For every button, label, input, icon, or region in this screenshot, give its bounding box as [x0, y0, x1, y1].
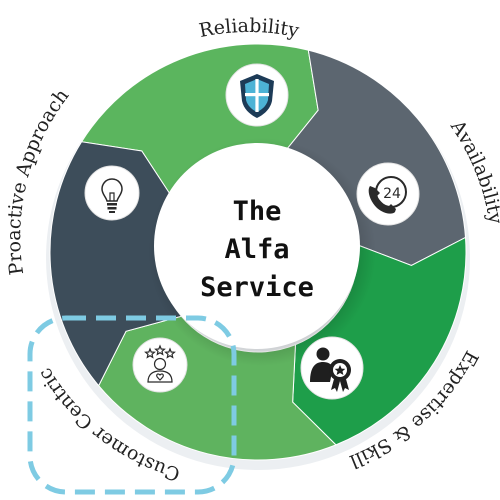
customer-rating-icon — [132, 337, 188, 393]
center-title-line-2: Alfa — [224, 234, 289, 265]
center-title: The Alfa Service — [200, 196, 314, 303]
lightbulb-icon — [84, 165, 140, 221]
shield-icon — [225, 63, 289, 127]
svg-text:24: 24 — [383, 186, 401, 202]
phone-24-icon: 24 — [356, 162, 420, 226]
center-disc — [154, 143, 360, 349]
center-title-line-3: Service — [200, 272, 314, 303]
expert-badge-icon — [300, 336, 364, 400]
highlight-box — [27, 315, 237, 495]
center-title-line-1: The — [233, 196, 282, 227]
label-reliability: Reliability — [197, 15, 301, 42]
